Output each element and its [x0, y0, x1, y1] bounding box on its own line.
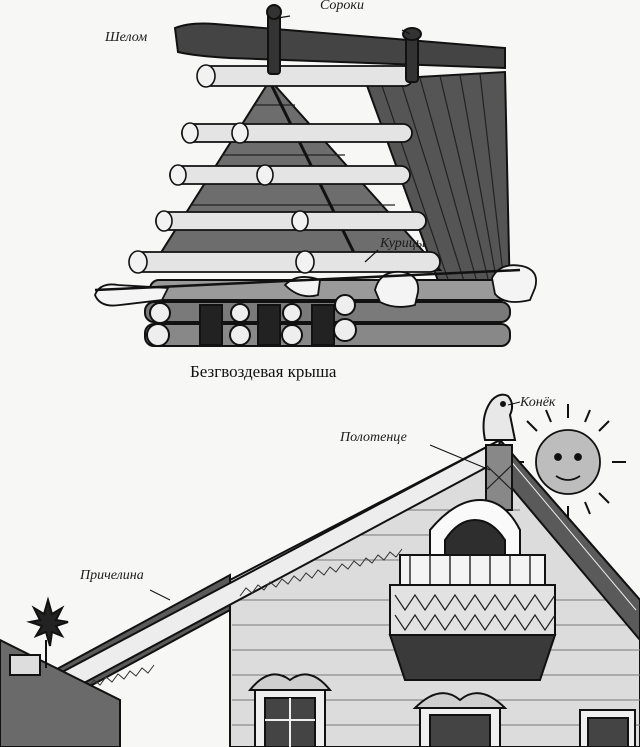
kuritsa-hook-3: [374, 270, 420, 308]
balcony-base: [388, 634, 557, 681]
purlin-5: [129, 251, 441, 273]
purlin-3: [169, 165, 411, 185]
label-polotentse: Полотенце: [340, 430, 407, 445]
purlin-2: [181, 123, 413, 143]
label-soroki: Сороки: [320, 0, 364, 13]
label-konek: Конёк: [520, 395, 556, 410]
konek-finial: [482, 393, 517, 441]
kuritsa-hook-4: [491, 264, 537, 303]
label-kuritsy: Курицы: [380, 236, 426, 251]
purlin-4: [155, 211, 427, 231]
window-left: [247, 673, 333, 747]
balcony-posts: [399, 554, 546, 586]
side-building: [0, 596, 121, 747]
ridge-log-shelom: [173, 22, 506, 70]
wall-log-1: [149, 279, 511, 301]
caption-nailless-roof: Безгвоздевая крыша: [190, 362, 337, 381]
window-center: [412, 692, 508, 747]
window-right: [579, 709, 636, 747]
label-shelom: Шелом: [105, 30, 148, 45]
label-prichelina: Причелина: [80, 568, 144, 583]
balcony-railing: [389, 584, 556, 636]
purlin-1: [197, 65, 414, 87]
